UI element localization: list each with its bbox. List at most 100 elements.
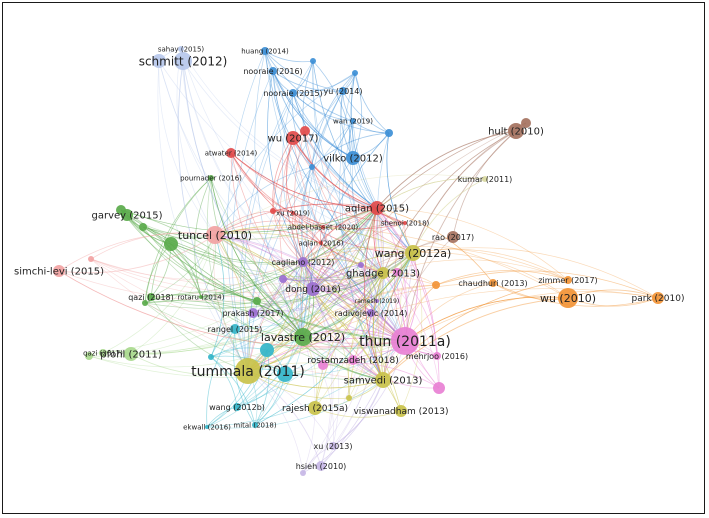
node-ekwall2016[interactable] [205,425,209,429]
node-unlabeled[interactable] [346,395,352,401]
node-unlabeled[interactable] [260,343,274,357]
node-dong2016[interactable] [306,282,320,296]
node-xu2019[interactable] [291,211,295,215]
node-shenoi2018[interactable] [403,221,407,225]
node-wang2012b[interactable] [233,403,241,411]
node-unlabeled[interactable] [85,352,93,360]
node-schmitt2012[interactable] [174,52,192,70]
node-qazi2018[interactable] [147,293,155,301]
node-wang2012a[interactable] [405,245,421,261]
node-rajesh2015a[interactable] [308,401,322,415]
citation-link [177,60,249,372]
citation-link [302,252,414,338]
node-nooraie2016[interactable] [269,67,277,75]
citation-link [254,252,414,426]
citation-link [377,132,406,342]
node-unlabeled[interactable] [270,208,276,214]
node-mehrjoo2016[interactable] [433,352,441,360]
node-label-thun2011a: thun (2011a) [359,334,451,350]
node-viswanadham2013[interactable] [395,405,407,417]
node-unlabeled[interactable] [253,297,261,305]
node-unlabeled[interactable] [352,70,358,76]
node-unlabeled[interactable] [164,237,178,251]
citation-link [292,212,406,230]
node-unlabeled[interactable] [521,118,531,128]
node-unlabeled[interactable] [300,470,306,476]
node-atwater2014[interactable] [226,148,236,158]
node-unlabeled[interactable] [139,223,147,231]
node-park2010[interactable] [652,292,664,304]
citation-link [302,207,378,338]
node-prakash2017[interactable] [248,308,258,318]
citation-link [285,137,304,263]
node-hsieh2010[interactable] [316,461,326,471]
citation-link [210,177,304,338]
node-unlabeled[interactable] [432,281,440,289]
node-unlabeled[interactable] [318,360,328,370]
node-cagliano2012[interactable] [298,257,308,267]
node-vilko2012[interactable] [346,151,360,165]
citation-link [58,270,384,302]
citation-link [320,252,414,467]
node-unlabeled[interactable] [279,275,287,283]
node-rotaru2014[interactable] [199,295,203,299]
node-hult2010[interactable] [508,123,524,139]
node-unlabeled[interactable] [309,164,315,170]
node-simchilevi2015[interactable] [53,265,65,277]
node-wu2010[interactable] [558,288,578,308]
citation-link [292,92,378,209]
node-chaudhuri2013[interactable] [489,279,497,287]
node-kumar2011[interactable] [482,176,488,182]
node-rangel2015[interactable] [230,324,240,334]
node-mital2018[interactable] [252,422,258,428]
node-nooraie2015[interactable] [289,89,297,97]
node-label-rangel2015: rangel (2015) [208,325,263,334]
node-unlabeled[interactable] [300,126,310,136]
node-pfohl2011[interactable] [124,347,138,361]
node-lavastre2012[interactable] [294,328,312,346]
node-samvedi2013[interactable] [375,372,391,388]
node-unlabeled[interactable] [358,262,364,268]
node-label-pfohl2011: pfohl (2011) [100,350,162,361]
citation-link [302,207,379,474]
node-unlabeled[interactable] [277,366,293,382]
node-pournader2016[interactable] [208,175,214,181]
citation-link [352,207,382,361]
node-unlabeled[interactable] [208,354,214,360]
node-unlabeled[interactable] [393,268,401,276]
node-abdelbasset2020[interactable] [321,225,325,229]
node-qazi2017[interactable] [99,349,107,357]
co-citation-network[interactable]: schmitt (2012)sahay (2015)huang (2014)no… [3,3,706,515]
node-wan2019[interactable] [350,118,356,124]
node-unlabeled[interactable] [433,382,445,394]
node-yu2014[interactable] [339,87,347,95]
node-tuncel2010[interactable] [206,226,224,244]
node-wu2017[interactable] [286,131,300,145]
node-zimmer2017[interactable] [564,276,572,284]
node-unlabeled[interactable] [116,205,126,215]
node-aqlan2016[interactable] [319,241,323,245]
node-unlabeled[interactable] [152,54,166,68]
node-label-rao2017: rao (2017) [432,233,474,242]
citation-link [247,337,406,372]
citation-link [120,207,378,233]
node-xu2013[interactable] [329,442,337,450]
node-unlabeled[interactable] [385,129,393,137]
node-sahay2015[interactable] [178,46,184,52]
node-thun2011a[interactable] [391,327,419,355]
node-ramesh2019[interactable] [375,299,379,303]
node-aqlan2015[interactable] [370,201,384,215]
node-radivojevic2014[interactable] [367,309,375,317]
node-rao2017[interactable] [447,231,459,243]
citation-link [236,288,314,408]
node-unlabeled[interactable] [88,256,94,262]
citation-link [312,60,406,342]
node-ghadge2013[interactable] [377,267,389,279]
node-huang2014[interactable] [261,47,269,55]
node-unlabeled[interactable] [310,58,316,64]
node-unlabeled[interactable] [142,300,148,306]
citation-link [370,207,384,314]
node-tummala2011[interactable] [235,358,261,384]
node-rostamzadeh2018[interactable] [348,355,358,365]
citation-link [264,50,354,159]
